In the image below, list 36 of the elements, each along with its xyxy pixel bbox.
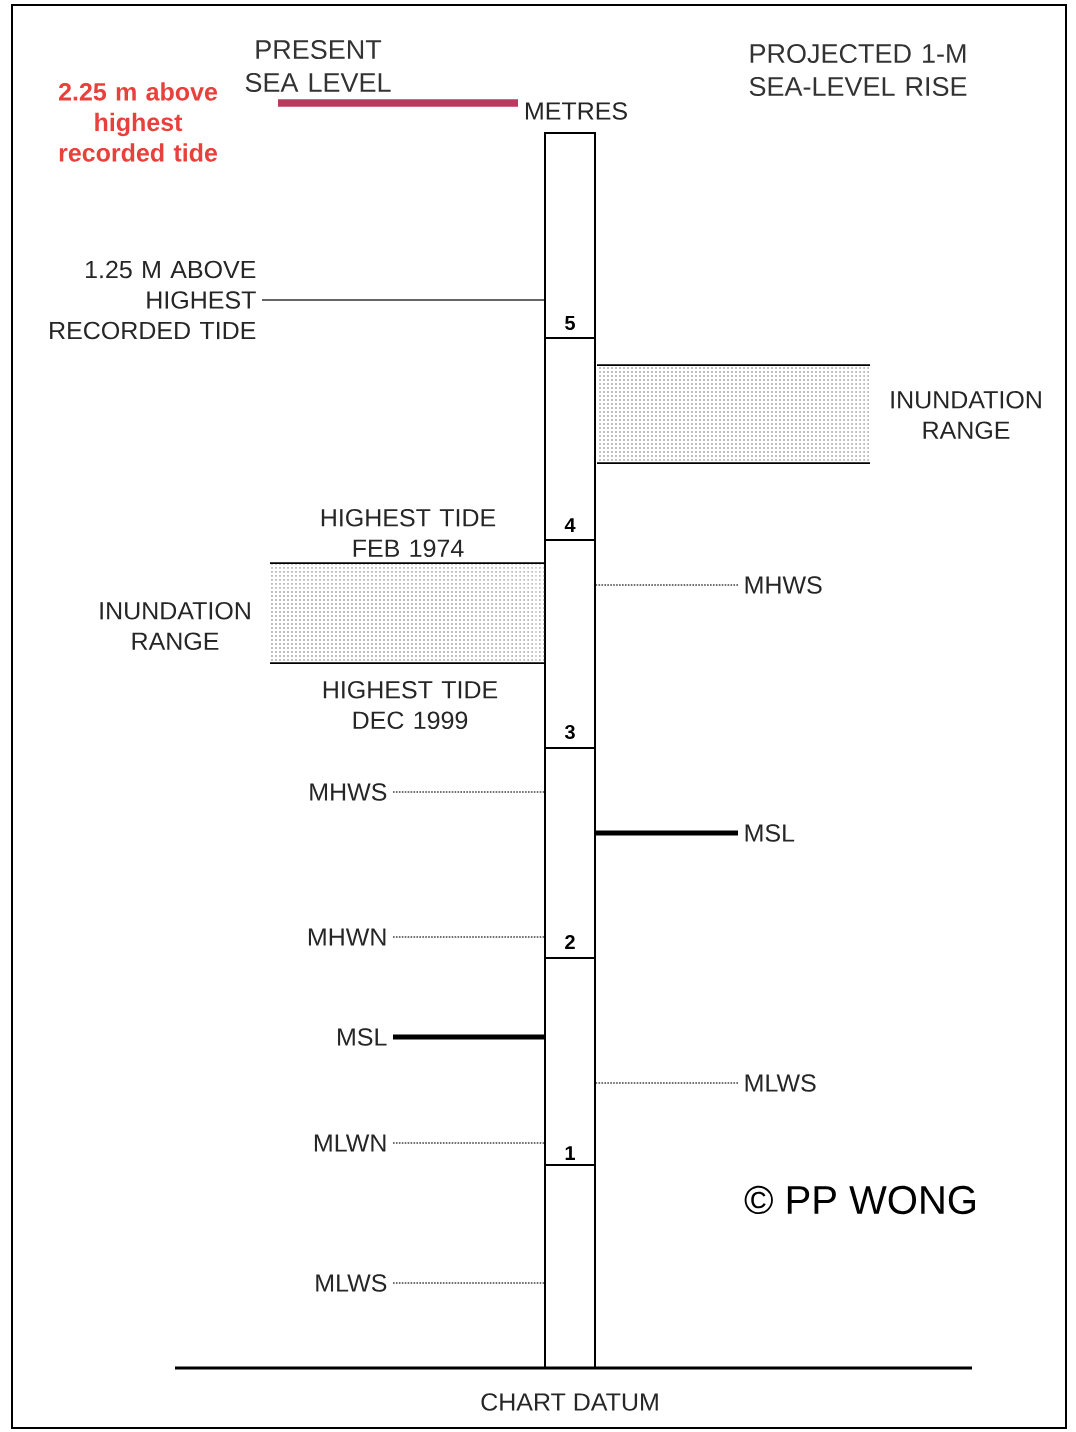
tide-level-label: MHWS bbox=[310, 783, 387, 801]
datum-label: CHART DATUM bbox=[481, 1393, 658, 1411]
tide-level-label: MHWN bbox=[308, 928, 386, 946]
leader-line bbox=[393, 1034, 544, 1040]
axis-label: METRES bbox=[525, 102, 627, 120]
band-label: INUNDATION RANGE bbox=[891, 390, 1041, 440]
column-heading: PROJECTED 1-M SEA-LEVEL RISE bbox=[749, 44, 967, 97]
copyright-note: © PP WONG bbox=[744, 1185, 975, 1215]
tide-level-label: MHWS bbox=[745, 576, 822, 594]
leader-line bbox=[595, 584, 739, 586]
leader-line bbox=[595, 1082, 739, 1084]
band-label: INUNDATION RANGE bbox=[100, 601, 250, 651]
scale-number: 1 bbox=[565, 1146, 575, 1160]
leader-line bbox=[392, 1142, 545, 1144]
scale-number: 2 bbox=[565, 935, 575, 949]
band-label: HIGHEST TIDE FEB 1974 bbox=[321, 508, 496, 558]
column-heading: PRESENT SEA LEVEL bbox=[245, 40, 391, 93]
leader-line bbox=[392, 936, 545, 938]
scale-number: 3 bbox=[564, 724, 575, 740]
scale-number: 5 bbox=[565, 316, 575, 330]
leader-line bbox=[392, 1282, 545, 1284]
tide-level-label: MLWS bbox=[316, 1274, 387, 1292]
sea-level-note: 2.25 m above highest recorded tide bbox=[58, 82, 217, 162]
band-label: HIGHEST TIDE DEC 1999 bbox=[323, 680, 498, 730]
tide-level-label: MLWN bbox=[314, 1134, 386, 1152]
leader-line bbox=[392, 791, 545, 793]
scale-column bbox=[544, 132, 596, 1369]
tide-level-label: MSL bbox=[338, 1028, 387, 1046]
scale-number: 4 bbox=[564, 518, 576, 532]
tide-level-label: 1.25 M ABOVE HIGHEST RECORDED TIDE bbox=[50, 260, 256, 340]
tide-level-label: MSL bbox=[745, 824, 795, 842]
leader-line bbox=[261, 299, 545, 301]
tide-level-label: MLWS bbox=[745, 1074, 816, 1092]
inundation-band bbox=[596, 364, 871, 464]
leader-line bbox=[596, 830, 738, 836]
inundation-band bbox=[269, 562, 546, 664]
